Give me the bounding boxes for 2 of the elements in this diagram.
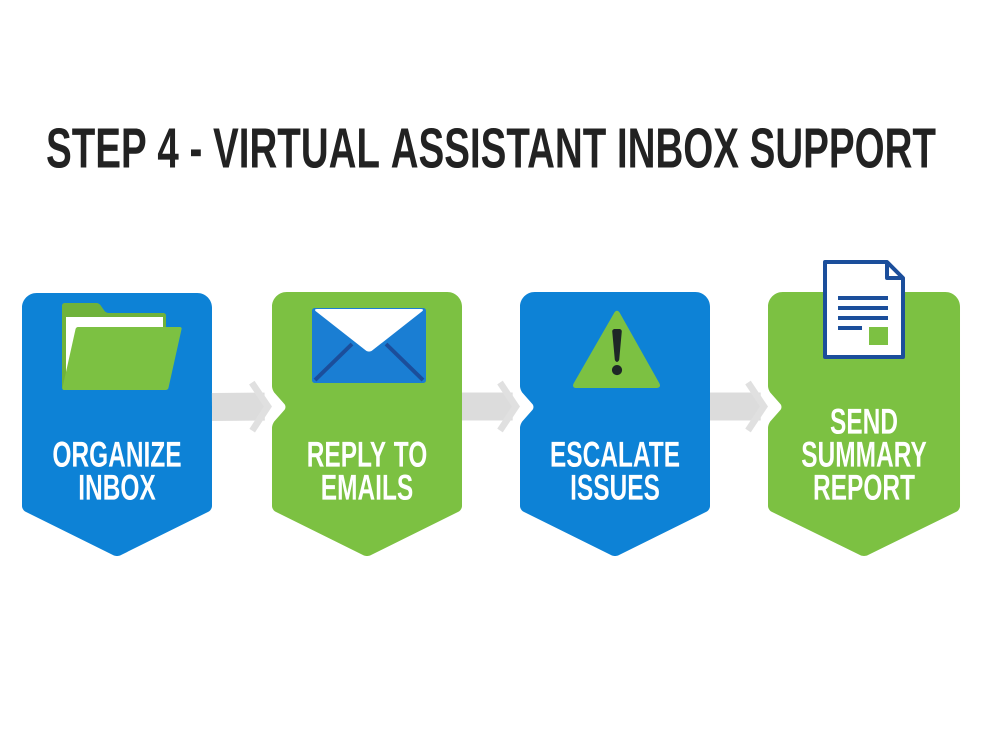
title: STEP 4 - VIRTUAL ASSISTANT INBOX SUPPORT bbox=[47, 128, 936, 168]
step-box: ESCALATE ISSUES bbox=[520, 292, 710, 556]
